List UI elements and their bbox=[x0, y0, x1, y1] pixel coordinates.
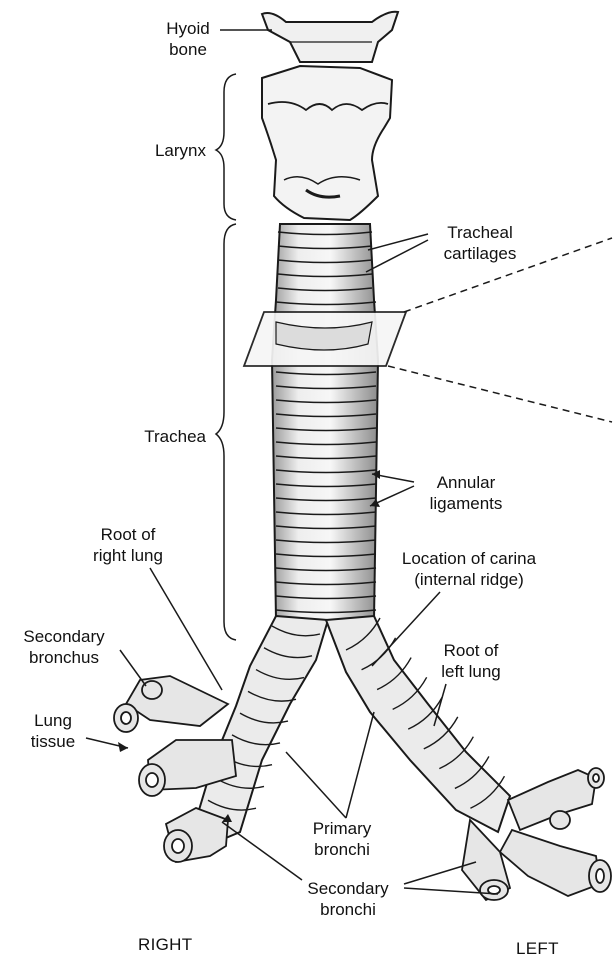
label-annular-line1: Annular bbox=[416, 472, 516, 493]
primary-bronchi-leader-2 bbox=[346, 712, 374, 818]
label-annular-ligaments: Annular ligaments bbox=[416, 472, 516, 514]
trachea-tube bbox=[272, 224, 378, 620]
label-tracheal-cartilages: Tracheal cartilages bbox=[430, 222, 530, 264]
label-carina: Location of carina (internal ridge) bbox=[384, 548, 554, 590]
label-root-right-line1: Root of bbox=[80, 524, 176, 545]
label-root-right-lung: Root of right lung bbox=[80, 524, 176, 566]
primary-bronchi-leader-1 bbox=[286, 752, 346, 818]
trachea-bracket bbox=[216, 224, 236, 640]
root-right-lung-leader bbox=[150, 568, 222, 690]
label-sec-bronchus-line2: bronchus bbox=[8, 647, 120, 668]
label-carina-line1: Location of carina bbox=[384, 548, 554, 569]
right-secondary-bronchi bbox=[114, 676, 236, 862]
label-secondary-bronchi: Secondary bronchi bbox=[286, 878, 410, 920]
label-root-right-line2: right lung bbox=[80, 545, 176, 566]
secondary-bronchus-leader bbox=[120, 650, 146, 686]
label-root-left-line1: Root of bbox=[428, 640, 514, 661]
label-larynx: Larynx bbox=[120, 140, 206, 161]
label-sec-bronchi-line2: bronchi bbox=[286, 899, 410, 920]
label-carina-line2: (internal ridge) bbox=[384, 569, 554, 590]
label-secondary-bronchus: Secondary bronchus bbox=[8, 626, 120, 668]
label-root-left-lung: Root of left lung bbox=[428, 640, 514, 682]
label-lung-tissue-line1: Lung bbox=[20, 710, 86, 731]
label-root-left-line2: left lung bbox=[428, 661, 514, 682]
label-hyoid-bone: Hyoid bone bbox=[156, 18, 220, 60]
label-primary-line2: bronchi bbox=[296, 839, 388, 860]
right-primary-bronchus bbox=[196, 616, 328, 848]
label-hyoid-line1: Hyoid bbox=[156, 18, 220, 39]
label-primary-line1: Primary bbox=[296, 818, 388, 839]
label-sec-bronchi-line1: Secondary bbox=[286, 878, 410, 899]
label-right-side: RIGHT bbox=[138, 934, 192, 955]
tracheal-cartilages-leader-2 bbox=[366, 240, 428, 272]
label-hyoid-line2: bone bbox=[156, 39, 220, 60]
hyoid-bone bbox=[262, 12, 398, 62]
label-lung-tissue-line2: tissue bbox=[20, 731, 86, 752]
larynx-bracket bbox=[216, 74, 236, 220]
secondary-bronchi-leader-1 bbox=[222, 822, 302, 880]
label-left-side: LEFT bbox=[516, 938, 559, 959]
label-annular-line2: ligaments bbox=[416, 493, 516, 514]
label-tracheal-line1: Tracheal bbox=[430, 222, 530, 243]
label-trachea: Trachea bbox=[110, 426, 206, 447]
label-sec-bronchus-line1: Secondary bbox=[8, 626, 120, 647]
tracheal-cartilages-leader-1 bbox=[368, 234, 428, 250]
label-tracheal-line2: cartilages bbox=[430, 243, 530, 264]
label-primary-bronchi: Primary bronchi bbox=[296, 818, 388, 860]
label-lung-tissue: Lung tissue bbox=[20, 710, 86, 752]
